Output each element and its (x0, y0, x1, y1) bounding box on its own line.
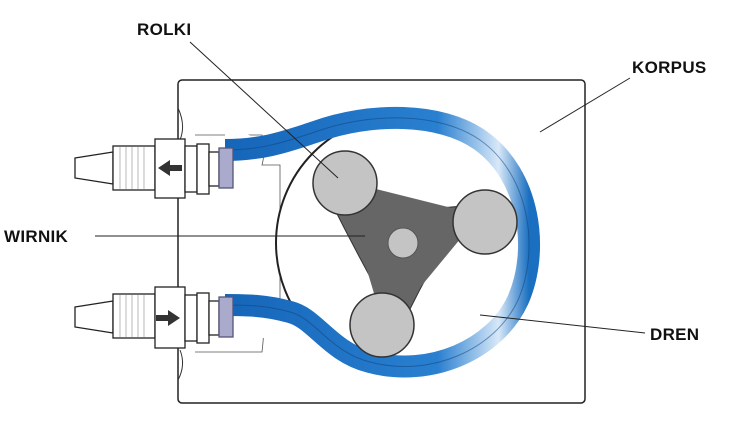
rotor-hub (387, 227, 419, 259)
roller-bottom (349, 292, 415, 358)
leader-rolki (189, 41, 339, 179)
leader-lines (95, 41, 646, 334)
tube-edge (224, 117, 530, 367)
leader-dren (479, 314, 646, 334)
leader-korpus (539, 77, 631, 133)
label-tube: DREN (650, 325, 700, 344)
inlet-connector (74, 286, 234, 349)
outlet-arrow-icon (158, 160, 182, 176)
roller-top (312, 150, 378, 216)
inlet-arrow-icon (156, 310, 180, 326)
outlet-connector (74, 138, 234, 199)
label-rollers: ROLKI (137, 20, 192, 39)
housing-notch-top (177, 107, 184, 141)
roller-right (452, 189, 518, 255)
housing-notch-bottom (177, 349, 184, 381)
label-rotor: WIRNIK (4, 227, 69, 246)
label-housing: KORPUS (632, 58, 707, 77)
